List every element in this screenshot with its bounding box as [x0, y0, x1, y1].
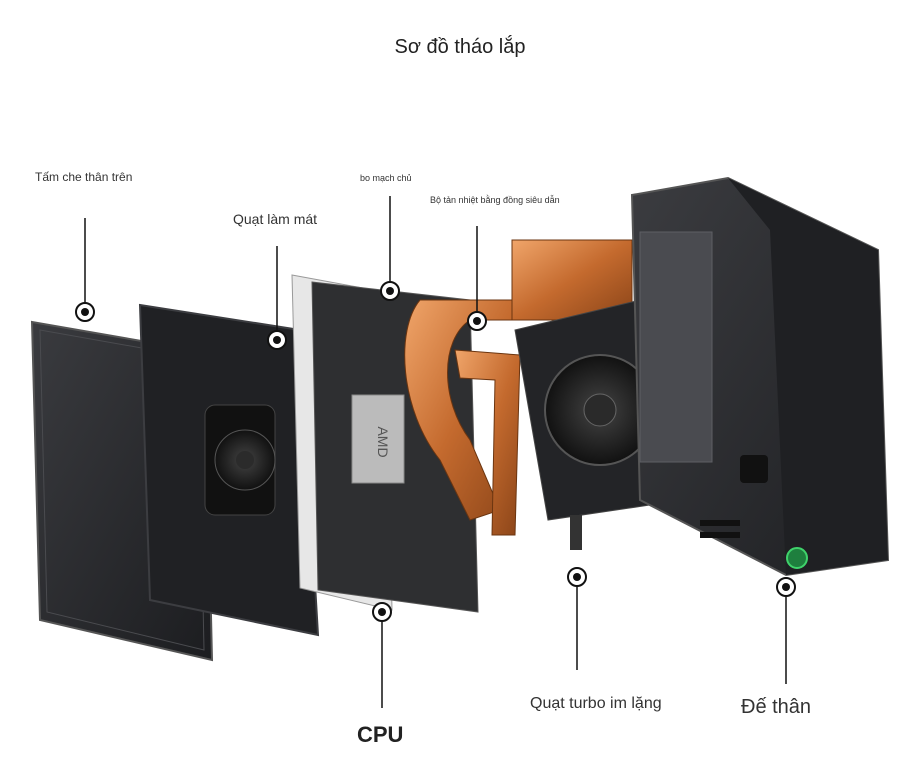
marker-base	[776, 577, 796, 597]
turbo-fan-unit	[514, 299, 656, 550]
callout-markers	[75, 281, 796, 622]
label-base: Đế thân	[741, 696, 812, 718]
inner-frame	[138, 303, 320, 637]
label-heatsink: Bộ tản nhiệt bằng đồng siêu dẫn	[430, 195, 560, 205]
base-body	[630, 176, 890, 577]
label-top-cover: Tấm che thân trên	[35, 170, 133, 184]
marker-turbo-fan	[567, 567, 587, 587]
marker-motherboard	[380, 281, 400, 301]
label-turbo-fan: Quạt turbo im lặng	[530, 695, 662, 712]
power-led-icon	[786, 547, 808, 569]
marker-heatsink	[467, 311, 487, 331]
marker-cooling-fan	[267, 330, 287, 350]
leader-lines	[84, 196, 787, 708]
marker-top-cover	[75, 302, 95, 322]
label-motherboard: bo mạch chủ	[360, 173, 412, 183]
marker-cpu	[372, 602, 392, 622]
page-title: Sơ đồ tháo lắp	[394, 36, 526, 58]
label-cooling-fan: Quạt làm mát	[233, 211, 318, 227]
label-cpu: CPU	[357, 722, 404, 747]
cpu-chip-marking: AMD	[375, 426, 391, 457]
